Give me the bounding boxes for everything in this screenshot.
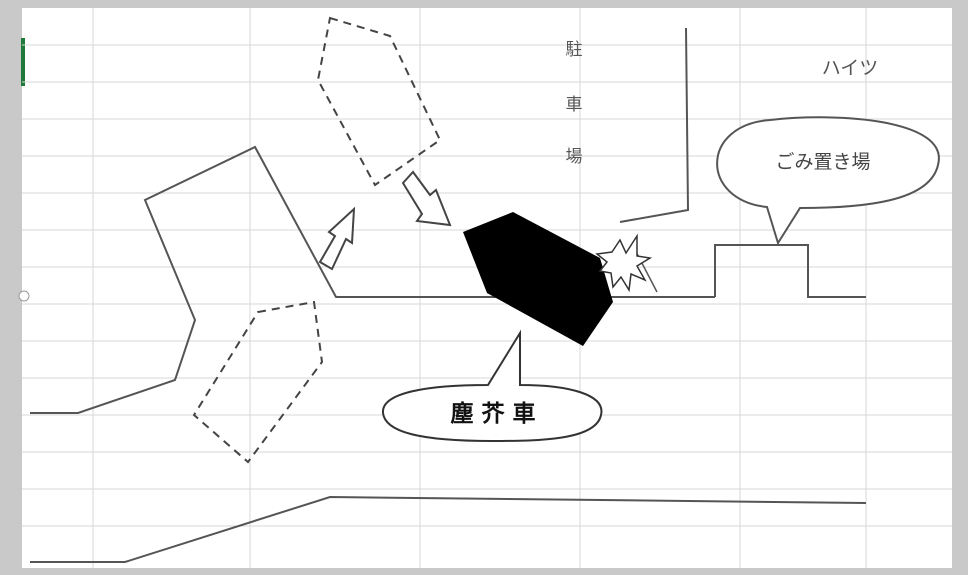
gridlines bbox=[22, 8, 952, 568]
garbage-area-step bbox=[714, 244, 866, 298]
vehicle-label: 塵 芥 車 bbox=[450, 400, 535, 427]
parking-boundary bbox=[619, 27, 690, 223]
sheet-handle[interactable] bbox=[18, 290, 30, 302]
parking-char-3: 場 bbox=[566, 147, 583, 167]
road-left-boundary bbox=[30, 145, 715, 414]
arrow-down-right-icon bbox=[401, 170, 452, 227]
garbage-area-label: ごみ置き場 bbox=[775, 151, 870, 173]
road-bottom-line bbox=[30, 495, 867, 563]
vehicle-outline-upper bbox=[316, 16, 442, 187]
row-selection-marker bbox=[21, 38, 25, 86]
impact-burst-icon bbox=[595, 233, 653, 293]
parking-char-2: 車 bbox=[566, 95, 583, 115]
parking-char-1: 駐 bbox=[566, 40, 583, 60]
garbage-truck-shape bbox=[463, 212, 613, 346]
garbage-area-callout bbox=[716, 116, 940, 246]
vehicle-outline-lower bbox=[192, 300, 324, 464]
apartment-label: ハイツ bbox=[822, 57, 879, 79]
arrow-up-right-icon bbox=[318, 206, 356, 271]
vehicle-callout bbox=[381, 329, 603, 443]
